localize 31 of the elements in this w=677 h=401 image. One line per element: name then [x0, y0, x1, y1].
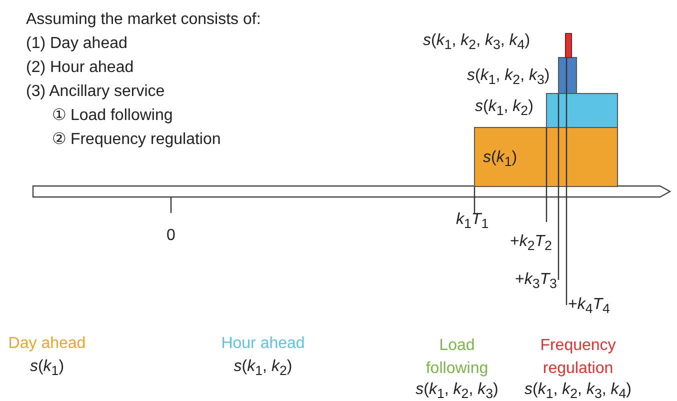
- time-window-box: [474, 127, 618, 187]
- window-label: s(k$_{1}$, k$_{2}$, k$_{3}$): [467, 66, 550, 90]
- leader-line: [566, 58, 568, 305]
- intro-text: Assuming the market consists of:: [26, 10, 261, 30]
- window-label: s(k$_{1}$, k$_{2}$): [475, 97, 534, 120]
- market-name: Day ahead: [8, 334, 86, 354]
- schedule-label: s(k$_{1}$, k$_{2}$): [234, 357, 292, 380]
- leader-line: [558, 94, 560, 280]
- time-label: +k$_{4}$T$_{4}$: [568, 295, 610, 320]
- schedule-label: s(k$_{1}$): [30, 357, 64, 380]
- axis-label: 0: [166, 226, 176, 246]
- schedule-label: s(k$_{1}$, k$_{2}$, k$_{3}$, k$_{4}$): [524, 380, 632, 401]
- list-item: (3) Ancillary service: [26, 82, 165, 102]
- leader-line: [546, 128, 548, 222]
- leader-line: [474, 187, 476, 214]
- time-window-box: [558, 57, 577, 94]
- time-label: k$_{1}$T$_{1}$: [456, 210, 489, 234]
- list-item: (1) Day ahead: [26, 34, 128, 54]
- list-item: (2) Hour ahead: [26, 58, 134, 78]
- window-label: s(k$_{1}$): [483, 148, 518, 172]
- list-item: ② Frequency regulation: [52, 130, 221, 150]
- market-name: Hour ahead: [221, 334, 305, 354]
- window-label: s(k$_{1}$, k$_{2}$, k$_{3}$, k$_{4}$): [423, 31, 530, 54]
- schedule-label: s(k$_{1}$, k$_{2}$, k$_{3}$): [416, 380, 498, 401]
- time-label: +k$_{3}$T$_{3}$: [515, 270, 557, 294]
- time-window-bar: [565, 33, 572, 58]
- list-item: ① Load following: [52, 106, 173, 126]
- market-name: Frequency regulation: [539, 336, 617, 379]
- market-name: Load following: [424, 336, 490, 379]
- time-window-box: [546, 93, 618, 128]
- time-label: +k$_{2}$T$_{2}$: [510, 232, 552, 256]
